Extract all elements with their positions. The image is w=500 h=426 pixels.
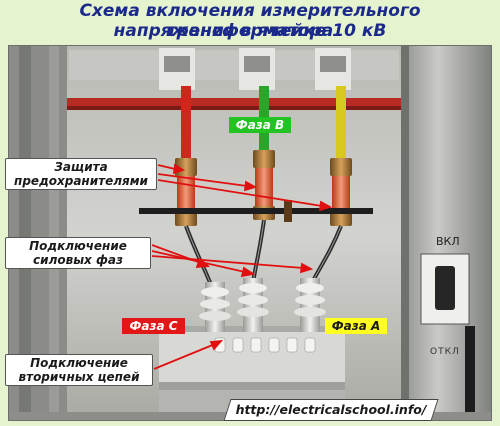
phase-a-label: Фаза А bbox=[325, 318, 387, 334]
watermark-link[interactable]: http://electricalschool.info/ bbox=[235, 402, 427, 417]
fuse-protection-callout: Защита предохранителями bbox=[5, 158, 157, 190]
secondary-circuits-line-1: Подключение bbox=[30, 356, 128, 370]
title-line-2: напряжения в ячейке 10 кВ bbox=[113, 21, 387, 41]
power-phases-line-1: Подключение bbox=[29, 239, 127, 253]
fuse-protection-line-2: предохранителями bbox=[14, 174, 148, 188]
fuse-protection-line-1: Защита bbox=[54, 160, 108, 174]
off-switch-label: ОТКЛ bbox=[430, 347, 460, 357]
power-phases-callout: Подключение силовых фаз bbox=[5, 237, 151, 269]
title-line-1: Схема включения измерительного трансформ… bbox=[79, 1, 421, 41]
on-switch-label: ВКЛ bbox=[436, 235, 460, 248]
phase-c-label: Фаза С bbox=[122, 318, 185, 334]
secondary-circuits-line-2: вторичных цепей bbox=[18, 370, 140, 384]
power-phases-line-2: силовых фаз bbox=[33, 253, 123, 267]
secondary-circuits-callout: Подключение вторичных цепей bbox=[5, 354, 153, 386]
phase-b-label: Фаза В bbox=[229, 117, 291, 133]
